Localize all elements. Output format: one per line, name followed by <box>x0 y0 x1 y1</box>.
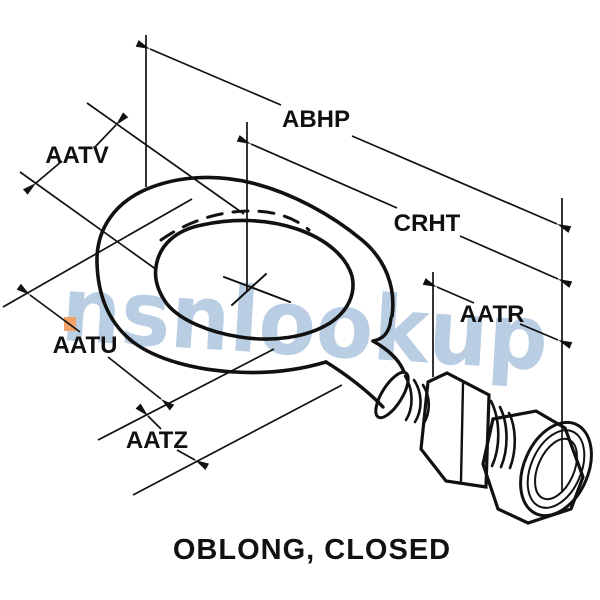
dim-label-abhp: ABHP <box>282 106 350 133</box>
dim-label-aatv: AATV <box>45 142 109 169</box>
extension-lines <box>2 35 563 496</box>
tail-hook-curve <box>371 316 393 343</box>
crht-dim-line-left <box>236 135 398 209</box>
dim-label-crht: CRHT <box>394 210 461 237</box>
dim-label-aatu: AATU <box>53 332 118 359</box>
aatz-arrow-upper <box>135 403 162 430</box>
aatu-arrow-upper <box>16 283 81 333</box>
diagram-caption: OBLONG, CLOSED <box>173 534 451 566</box>
thread-crests-2 <box>489 399 517 470</box>
hidden-edge-dashed-arc <box>159 209 311 242</box>
aatv-arrow-upper <box>94 112 129 148</box>
bolt-end-chamfer-outer <box>526 429 586 509</box>
tangent-line-tail-lower <box>132 384 343 496</box>
abhp-dim-line-left <box>135 40 282 106</box>
hex-nut-2 <box>481 409 585 525</box>
shank-top-edge <box>371 339 406 374</box>
tangent-line-tail-upper <box>97 348 275 441</box>
eye-inner-opening <box>153 218 355 341</box>
aatr-dim-line-left <box>422 278 475 304</box>
hex-nut-1-facet-line <box>459 382 465 483</box>
aatr-dim-line-right <box>519 323 573 349</box>
lug-drawing <box>95 175 593 525</box>
aatv-arrow-lower <box>22 160 63 195</box>
dimension-lines <box>16 40 573 470</box>
crht-dim-line-right <box>459 235 573 288</box>
tangent-line-inner-left <box>19 171 158 271</box>
dimension-labels: ABHP AATV CRHT AATR AATU AATZ <box>45 106 524 454</box>
dim-label-aatz: AATZ <box>126 427 188 454</box>
tangent-line-outer-top <box>86 102 245 215</box>
aatz-arrow-lower <box>176 449 209 470</box>
dim-label-aatr: AATR <box>460 301 525 328</box>
tangent-line-outer-bottomleft <box>2 198 193 308</box>
thread-start-ring <box>374 370 410 420</box>
aatu-arrow-lower <box>107 356 175 411</box>
bolt-end-chamfer-inner <box>534 437 578 501</box>
bolt-end-face <box>519 420 593 518</box>
eye-outer-outline <box>95 175 395 375</box>
center-cross <box>223 273 291 306</box>
abhp-dim-line-right <box>351 135 572 233</box>
hex-nut-1 <box>419 371 491 489</box>
